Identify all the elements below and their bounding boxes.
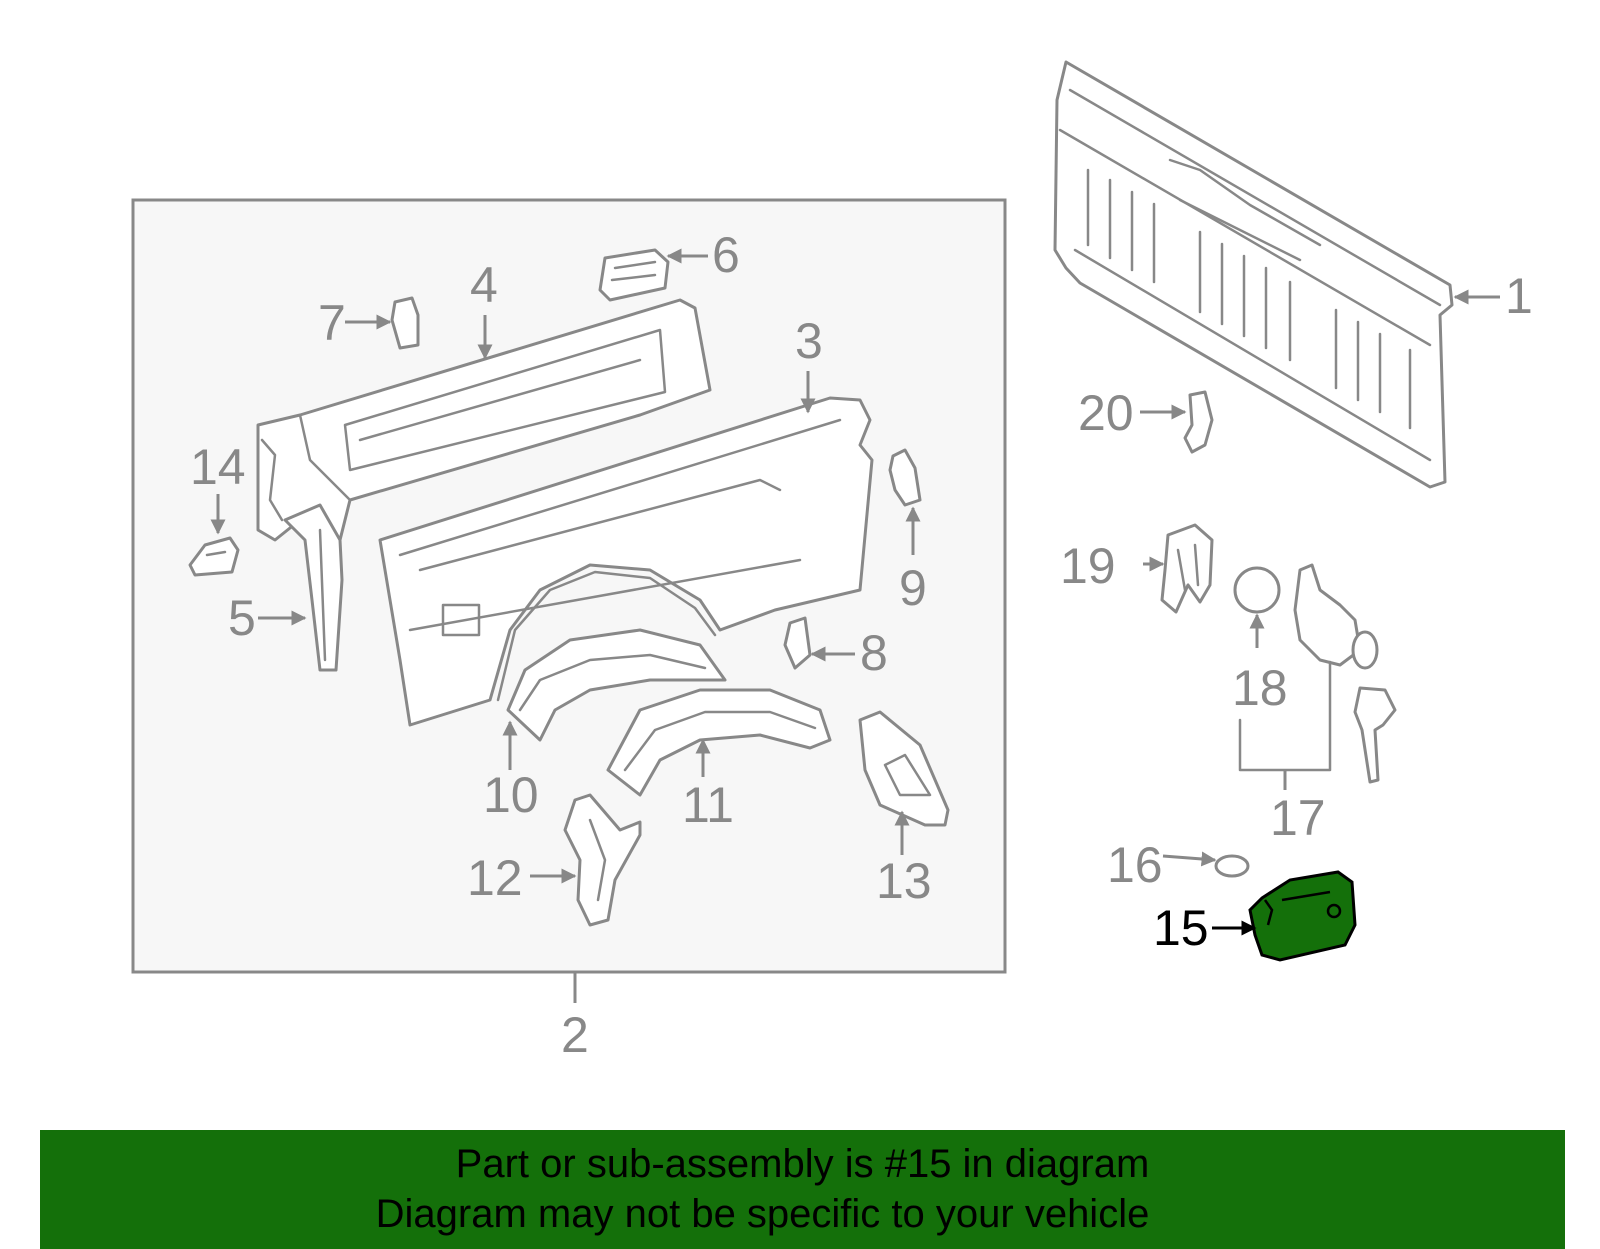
inner-bed-side-part[interactable] [256, 298, 712, 542]
callout-1: 1 [1505, 268, 1533, 324]
bracket-7-part[interactable] [390, 296, 420, 350]
wheel-house-part[interactable] [506, 628, 727, 742]
bed-side-assembly-box [131, 198, 1007, 974]
callout-19: 19 [1060, 538, 1116, 594]
callout-6: 6 [712, 227, 740, 283]
callout-2: 2 [561, 1007, 589, 1063]
callout-20: 20 [1078, 385, 1134, 441]
callout-16: 16 [1107, 837, 1163, 893]
panel-13-part[interactable] [858, 710, 950, 827]
callout-17: 17 [1270, 790, 1326, 846]
bracket-6-part[interactable] [598, 248, 670, 302]
plug-16-part[interactable] [1214, 854, 1250, 878]
bed-brace-part[interactable] [283, 503, 344, 672]
callout-8: 8 [860, 625, 888, 681]
banner-part-info: Part or sub-assembly is #15 in diagram [455, 1142, 1150, 1186]
callout-3: 3 [795, 313, 823, 369]
callout-7: 7 [318, 295, 346, 351]
callout-11: 11 [682, 777, 734, 833]
bracket-9-part[interactable] [888, 448, 922, 507]
fuel-door-15-part[interactable] [1248, 870, 1357, 962]
callout-14: 14 [190, 439, 246, 495]
wheel-liner-part[interactable] [606, 688, 832, 797]
lock-cylinder-17-part[interactable] [1238, 563, 1397, 790]
bracket-8-part[interactable] [783, 616, 812, 670]
callout-5: 5 [228, 590, 256, 646]
info-banner: Part or sub-assembly is #15 in diagram D… [40, 1130, 1565, 1249]
latch-19-part[interactable] [1160, 523, 1214, 614]
callout-4: 4 [470, 257, 498, 313]
callout-9: 9 [899, 560, 927, 616]
bracket-14-part[interactable] [188, 536, 240, 577]
tailgate-part[interactable] [1053, 60, 1454, 489]
splash-shield-part[interactable] [563, 793, 642, 927]
callout-18: 18 [1232, 660, 1288, 716]
outer-bed-side-part[interactable] [378, 396, 874, 727]
callout-15: 15 [1153, 900, 1209, 956]
callout-12: 12 [467, 850, 523, 906]
hinge-20-part[interactable] [1183, 390, 1214, 454]
callout-13: 13 [876, 853, 932, 909]
callout-10: 10 [483, 767, 539, 823]
cap-18-part[interactable] [1233, 566, 1281, 614]
banner-disclaimer: Diagram may not be specific to your vehi… [375, 1192, 1150, 1236]
